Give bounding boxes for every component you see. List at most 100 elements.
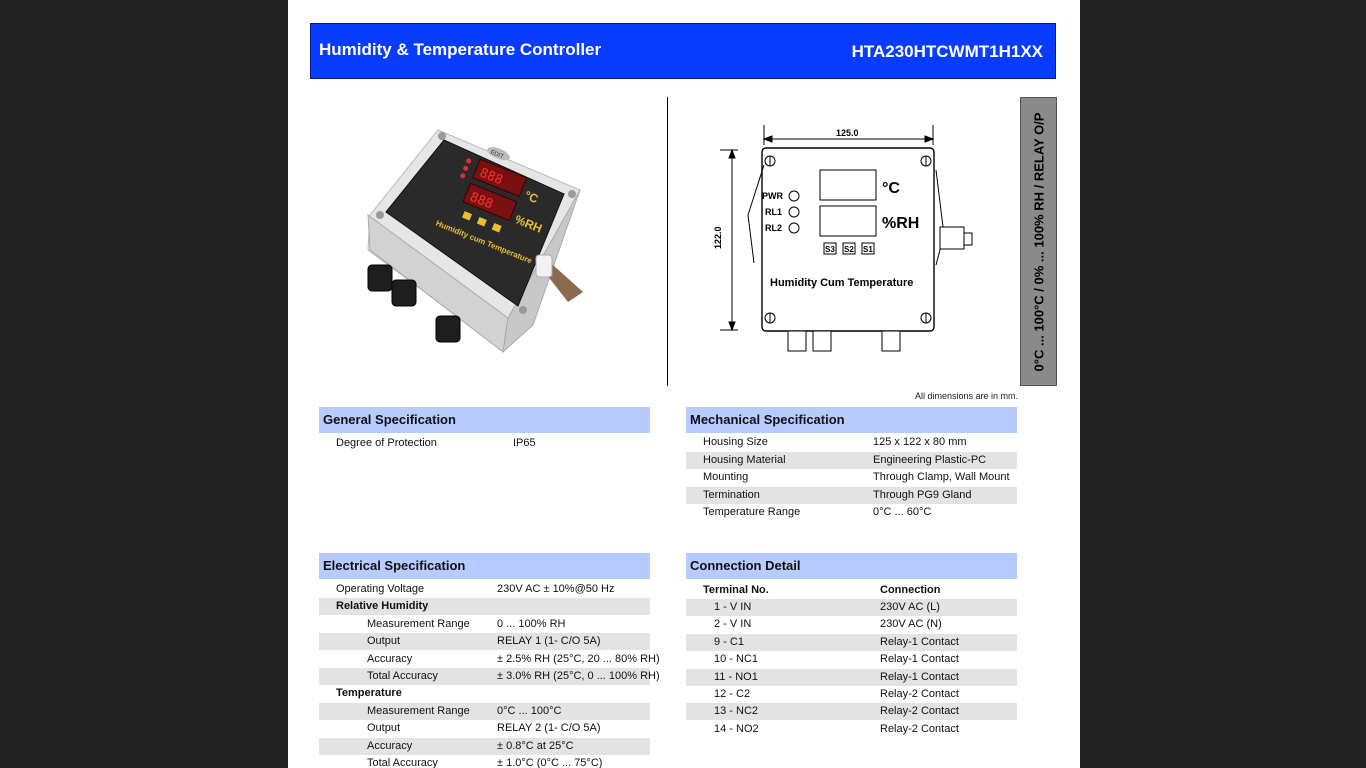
- mechanical-value: 125 x 122 x 80 mm: [873, 436, 967, 448]
- terminal-number: 1 - V IN: [714, 601, 752, 613]
- mechanical-spec-row: Housing Material Engineering Plastic-PC: [686, 451, 1017, 469]
- drawing-unit-c: °C: [882, 180, 900, 197]
- electrical-spec-row: Operating Voltage 230V AC ± 10%@50 Hz: [319, 581, 650, 598]
- mechanical-value: Engineering Plastic-PC: [873, 453, 987, 466]
- electrical-value: ± 1.0°C (0°C ... 75°C): [497, 757, 603, 768]
- electrical-value: 230V AC ± 10%@50 Hz: [497, 583, 615, 595]
- electrical-spec-row: Output RELAY 2 (1- C/O 5A): [319, 720, 650, 737]
- electrical-value: ± 2.5% RH (25°C, 20 ... 80% RH): [497, 652, 660, 665]
- connection-value: Relay-2 Contact: [880, 722, 959, 735]
- electrical-spec-row: Accuracy ± 0.8°C at 25°C: [319, 737, 650, 755]
- terminal-number: 14 - NO2: [714, 722, 759, 735]
- electrical-label: Total Accuracy: [367, 757, 438, 768]
- electrical-label: Total Accuracy: [367, 670, 438, 682]
- dim-height: 122.0: [713, 226, 723, 249]
- mechanical-spec-row: Mounting Through Clamp, Wall Mount: [686, 469, 1017, 486]
- general-spec-title: General Specification: [319, 407, 650, 433]
- general-label: Degree of Protection: [336, 437, 437, 449]
- led-label-rl2: RL2: [765, 223, 782, 233]
- connection-row: 11 - NO1 Relay-1 Contact: [686, 668, 1017, 686]
- electrical-spec-row: Measurement Range 0°C ... 100°C: [319, 702, 650, 720]
- electrical-label: Accuracy: [367, 652, 413, 665]
- connection-row: 9 - C1 Relay-1 Contact: [686, 633, 1017, 651]
- electrical-value: 0°C ... 100°C: [497, 704, 562, 717]
- electrical-value: RELAY 1 (1- C/O 5A): [497, 635, 601, 648]
- connection-row: 12 - C2 Relay-2 Contact: [686, 686, 1017, 703]
- drawing-unit-rh: %RH: [882, 215, 919, 232]
- connection-row: 1 - V IN 230V AC (L): [686, 599, 1017, 616]
- electrical-label: Output: [367, 635, 401, 648]
- connection-value: 230V AC (L): [880, 601, 940, 613]
- electrical-spec-row: Output RELAY 1 (1- C/O 5A): [319, 633, 650, 651]
- mechanical-value: Through Clamp, Wall Mount: [873, 471, 1010, 484]
- electrical-spec-row: Total Accuracy ± 1.0°C (0°C ... 75°C): [319, 755, 650, 768]
- connection-row: 2 - V IN 230V AC (N): [686, 616, 1017, 633]
- electrical-label: Measurement Range: [367, 704, 470, 717]
- electrical-spec-row: Measurement Range 0 ... 100% RH: [319, 616, 650, 633]
- connection-row: 13 - NC2 Relay-2 Contact: [686, 703, 1017, 721]
- technical-drawing: 125.0 122.0 PWR RL1 RL2 °C %RH S3 S2 S1 …: [713, 125, 973, 352]
- connection-value: 230V AC (N): [880, 618, 942, 631]
- mechanical-label: Housing Material: [703, 453, 786, 466]
- vertical-divider: [667, 97, 668, 386]
- photo-unit-c: °C: [523, 188, 541, 206]
- header-bar: Humidity & Temperature Controller HTA230…: [310, 23, 1056, 79]
- general-value: IP65: [513, 437, 536, 449]
- switch-s3: S3: [825, 245, 835, 254]
- drawing-panel-text: Humidity Cum Temperature: [770, 277, 913, 289]
- connection-value: Relay-1 Contact: [880, 635, 959, 648]
- electrical-value: ± 0.8°C at 25°C: [497, 739, 574, 752]
- mechanical-spec-title: Mechanical Specification: [686, 407, 1017, 433]
- terminal-number: 9 - C1: [714, 635, 744, 648]
- switch-s1: S1: [863, 245, 873, 254]
- mechanical-label: Temperature Range: [703, 506, 801, 519]
- page-title: Humidity & Temperature Controller: [319, 40, 602, 59]
- dim-width: 125.0: [836, 128, 859, 138]
- mechanical-spec-row: Housing Size 125 x 122 x 80 mm: [686, 434, 1017, 451]
- terminal-number: 12 - C2: [714, 688, 751, 700]
- led-label-pwr: PWR: [762, 191, 783, 201]
- electrical-value: ± 3.0% RH (25°C, 0 ... 100% RH): [497, 670, 660, 682]
- dimensions-note: All dimensions are in mm.: [914, 391, 1018, 401]
- mechanical-label: Termination: [703, 488, 760, 501]
- connection-header-row: Terminal No. Connection: [686, 582, 1017, 599]
- product-photo: 888 888 °C %RH Humidity cum Temperature …: [367, 129, 583, 354]
- terminal-col-header: Terminal No.: [703, 584, 769, 596]
- mechanical-label: Mounting: [703, 471, 749, 484]
- model-number: HTA230HTCWMT1H1XX: [851, 42, 1043, 61]
- electrical-label: Temperature: [336, 687, 402, 700]
- switch-s2: S2: [844, 245, 854, 254]
- electrical-spec-row: Total Accuracy ± 3.0% RH (25°C, 0 ... 100…: [319, 668, 660, 685]
- mechanical-label: Housing Size: [703, 436, 768, 448]
- electrical-spec-title: Electrical Specification: [319, 553, 650, 579]
- datasheet-page: Humidity & Temperature Controller HTA230…: [288, 0, 1080, 768]
- electrical-label: Relative Humidity: [336, 600, 429, 613]
- range-side-text: 0°C ... 100°C / 0% ... 100% RH / RELAY O…: [1031, 112, 1046, 371]
- connection-value: Relay-2 Contact: [880, 705, 959, 718]
- connection-row: 14 - NO2 Relay-2 Contact: [686, 721, 1017, 738]
- electrical-label: Measurement Range: [367, 617, 470, 630]
- terminal-number: 11 - NO1: [714, 670, 758, 683]
- electrical-label: Operating Voltage: [336, 583, 425, 595]
- electrical-label: Output: [367, 722, 401, 735]
- range-side-label: 0°C ... 100°C / 0% ... 100% RH / RELAY O…: [1020, 97, 1057, 386]
- connection-value: Relay-1 Contact: [880, 653, 959, 666]
- photo-brand: EDIT: [489, 150, 504, 161]
- terminal-number: 2 - V IN: [714, 618, 752, 631]
- led-label-rl1: RL1: [765, 207, 782, 217]
- electrical-spec-row: Relative Humidity: [319, 598, 650, 616]
- general-spec-row: Degree of Protection IP65: [319, 435, 650, 452]
- mechanical-spec-row: Termination Through PG9 Gland: [686, 486, 1017, 504]
- terminal-number: 13 - NC2: [714, 705, 759, 718]
- connection-value: Relay-1 Contact: [880, 670, 959, 683]
- connection-col-header: Connection: [880, 584, 941, 596]
- electrical-spec-row: Temperature: [319, 685, 650, 702]
- mechanical-value: Through PG9 Gland: [873, 488, 972, 501]
- electrical-label: Accuracy: [367, 739, 413, 752]
- electrical-value: RELAY 2 (1- C/O 5A): [497, 722, 601, 735]
- electrical-spec-row: Accuracy ± 2.5% RH (25°C, 20 ... 80% RH): [319, 651, 660, 668]
- electrical-value: 0 ... 100% RH: [497, 617, 566, 630]
- connection-value: Relay-2 Contact: [880, 688, 959, 700]
